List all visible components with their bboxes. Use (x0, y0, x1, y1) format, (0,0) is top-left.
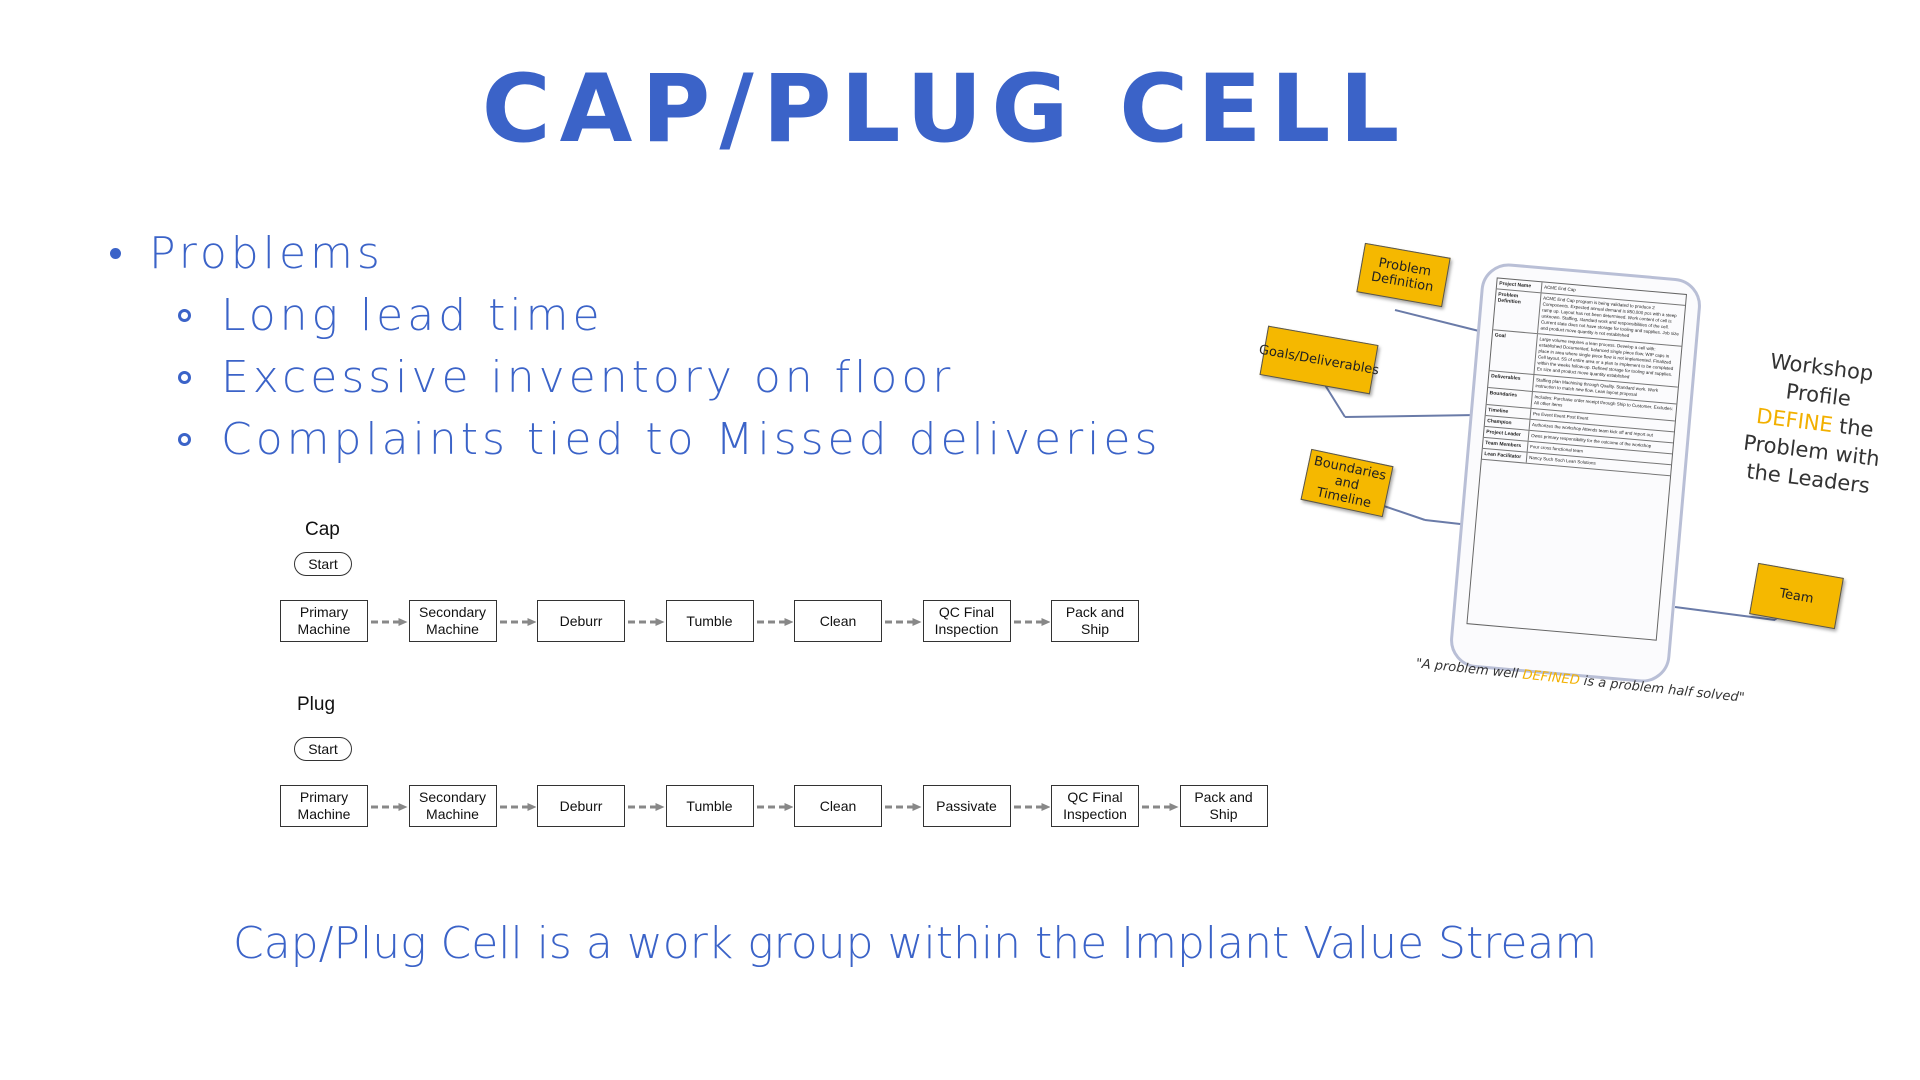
sub-bullet: Excessive inventory on floor (178, 346, 1161, 408)
cap-flow-label: Cap (305, 519, 340, 540)
cap-step: Pack and Ship (1051, 600, 1139, 642)
dashed-arrow-icon (498, 803, 536, 811)
bullet-problems: Problems (110, 222, 1161, 284)
sub-bullet: Complaints tied to Missed deliveries (178, 408, 1161, 470)
cap-step: QC Final Inspection (922, 600, 1011, 642)
sub-bullet: Long lead time (178, 284, 1161, 346)
plug-step: Secondary Machine (408, 785, 497, 827)
dashed-arrow-icon (626, 618, 665, 626)
plug-start-node: Start (294, 737, 352, 761)
dashed-arrow-icon (1140, 803, 1179, 811)
dashed-arrow-icon (883, 803, 922, 811)
cap-step: Deburr (537, 600, 625, 642)
sub-bullet-label: Complaints tied to Missed deliveries (221, 413, 1162, 465)
form-row-label: Goal (1489, 330, 1538, 375)
dashed-arrow-icon (755, 803, 793, 811)
bullet-problems-label: Problems (149, 227, 384, 279)
sub-bullet-label: Long lead time (221, 289, 604, 341)
workshop-line2: the (1837, 414, 1875, 443)
caption: Cap/Plug Cell is a work group within the… (233, 918, 1598, 969)
dashed-arrow-icon (883, 618, 922, 626)
dashed-arrow-icon (1012, 803, 1050, 811)
dashed-arrow-icon (369, 618, 408, 626)
cap-step: Clean (794, 600, 882, 642)
dashed-arrow-icon (755, 618, 793, 626)
form-row-label: Problem Definition (1493, 289, 1542, 334)
plug-step: Primary Machine (280, 785, 368, 827)
dashed-arrow-icon (1012, 618, 1050, 626)
plug-step: Pack and Ship (1179, 785, 1268, 827)
cap-step: Primary Machine (280, 600, 368, 642)
plug-step: Tumble (665, 785, 754, 827)
plug-flow-label: Plug (297, 694, 336, 715)
ring-bullet-icon (178, 370, 191, 384)
plug-step: Clean (794, 785, 882, 827)
workshop-profile-text: Workshop Profile DEFINE the Problem with… (1732, 344, 1898, 501)
cap-start-node: Start (294, 552, 352, 576)
dashed-arrow-icon (498, 618, 536, 626)
plug-step: Passivate (922, 785, 1011, 827)
bullet-dot-icon (110, 247, 121, 259)
sub-bullet-label: Excessive inventory on floor (221, 351, 955, 403)
ring-bullet-icon (178, 432, 191, 446)
dashed-arrow-icon (626, 803, 665, 811)
plug-step: Deburr (537, 785, 625, 827)
cap-step: Secondary Machine (408, 600, 497, 642)
page-title: CAP/PLUG CELL (481, 55, 1409, 164)
cap-step: Tumble (665, 600, 754, 642)
problem-list: Problems Long lead time Excessive invent… (110, 222, 1161, 470)
ring-bullet-icon (178, 308, 191, 322)
plug-step: QC Final Inspection (1051, 785, 1139, 827)
dashed-arrow-icon (369, 803, 408, 811)
